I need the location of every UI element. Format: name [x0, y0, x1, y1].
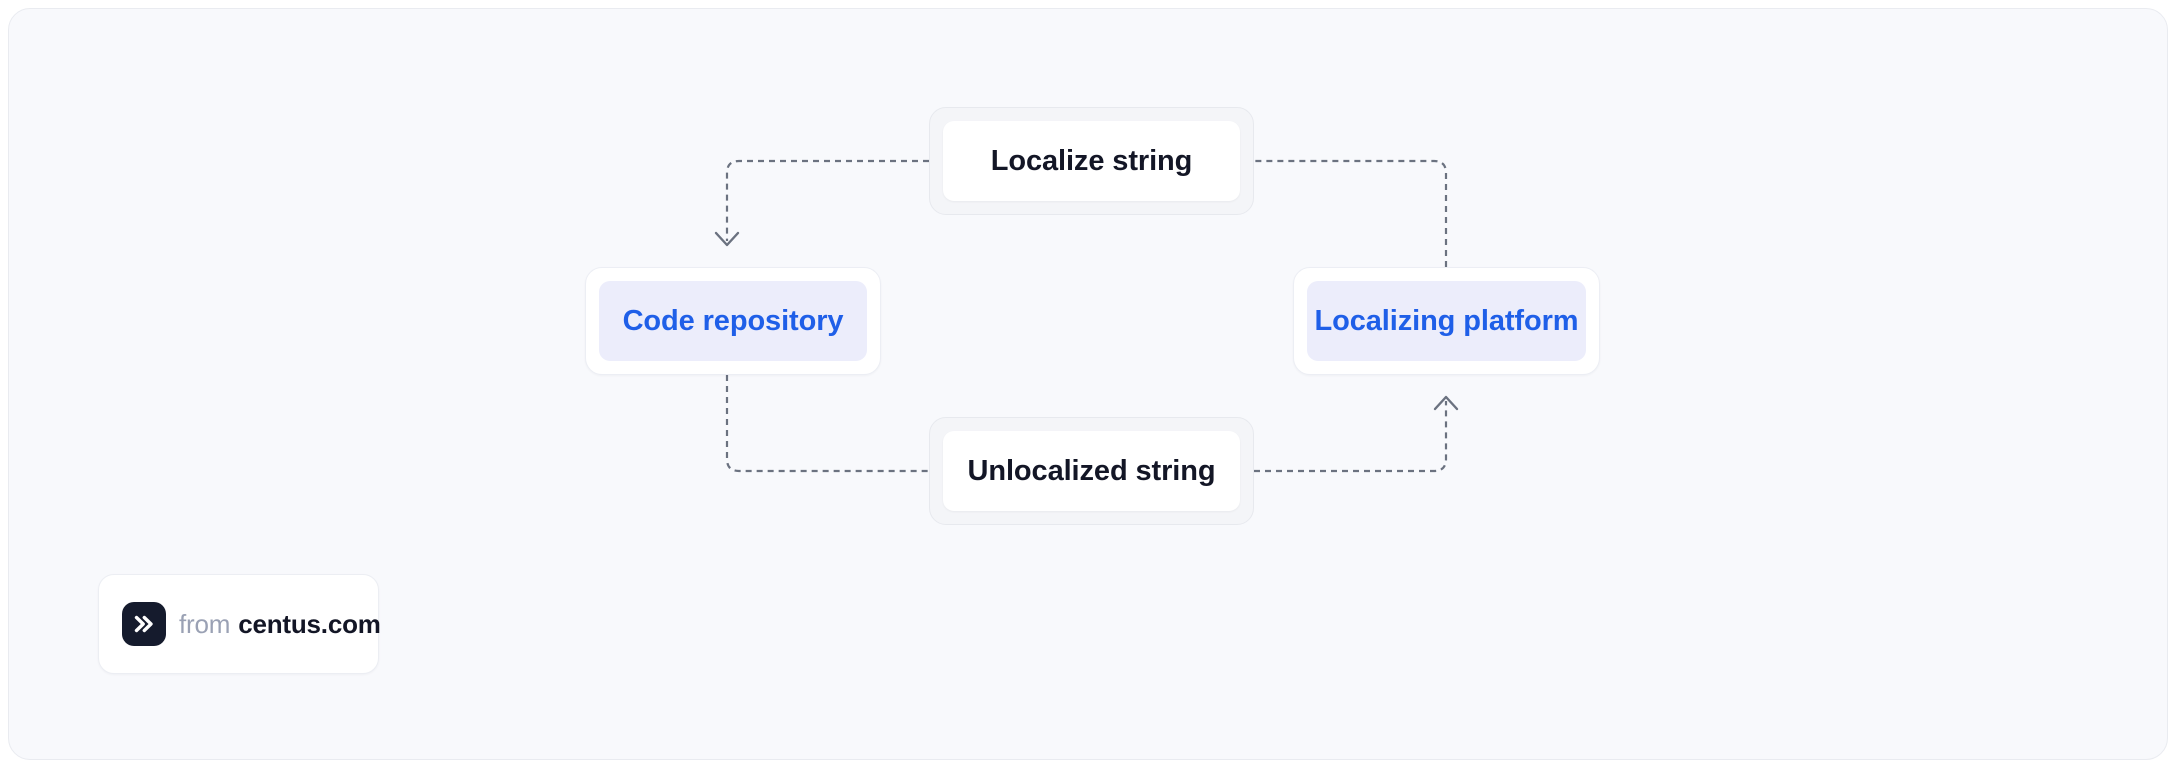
attribution-from-label: from	[179, 608, 231, 639]
node-localize-string[interactable]: Localize string	[929, 107, 1254, 215]
attribution-badge[interactable]: from centus.com	[98, 574, 381, 674]
node-localizing-platform-label: Localizing platform	[1307, 281, 1586, 361]
edge-repository-to-unlocalized	[725, 375, 929, 473]
node-code-repository-label: Code repository	[599, 281, 867, 361]
attribution-text: from centus.com	[179, 609, 381, 640]
edge-platform-to-localize	[1254, 159, 1448, 267]
double-chevron-right-icon	[122, 602, 166, 646]
attribution-domain-label: centus.com	[238, 608, 381, 639]
diagram-canvas: Localize string Code repository Localizi…	[8, 8, 2168, 760]
node-localizing-platform[interactable]: Localizing platform	[1293, 267, 1600, 375]
localization-cycle-diagram: Localize string Code repository Localizi…	[9, 9, 2169, 761]
node-unlocalized-string-label: Unlocalized string	[943, 431, 1240, 511]
node-code-repository[interactable]: Code repository	[585, 267, 881, 375]
node-localize-string-label: Localize string	[943, 121, 1240, 201]
node-unlocalized-string[interactable]: Unlocalized string	[929, 417, 1254, 525]
edge-localize-to-repository	[714, 159, 929, 247]
edge-unlocalized-to-platform	[1254, 395, 1459, 473]
